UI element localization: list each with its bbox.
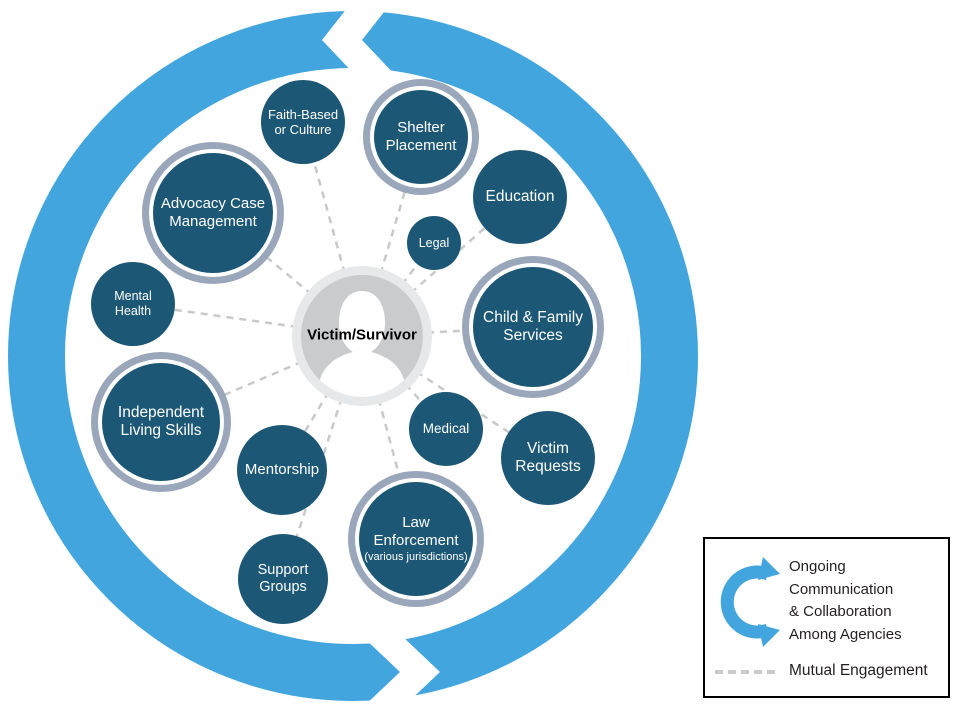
- bubble-label: Victim Requests: [515, 439, 581, 475]
- bubble-faith-based-or-culture: Faith-Based or Culture: [261, 80, 345, 164]
- bubble-label: Mentorship: [244, 461, 320, 479]
- bubble-child-family-services: Child & Family Services: [473, 267, 593, 387]
- bubble-medical: Medical: [409, 392, 483, 466]
- bubble-label: Faith-Based or Culture: [267, 106, 339, 137]
- bubble-mentorship: Mentorship: [237, 425, 327, 515]
- bubble-support-groups: Support Groups: [238, 534, 328, 624]
- bubble-independent-living-skills: Independent Living Skills: [102, 363, 220, 481]
- dashed-line-swatch: [715, 670, 775, 674]
- bubble-label: Support Groups: [257, 561, 309, 595]
- bubble-label: Law Enforcement: [373, 513, 459, 549]
- bubble-label: Advocacy Case Management: [160, 195, 266, 230]
- bubble-label: Education: [485, 187, 555, 205]
- center-circle-fill: [301, 275, 423, 397]
- person-silhouette-icon: [319, 291, 405, 397]
- center-label: Victim/Survivor: [307, 326, 417, 344]
- legend-mutual-label: Mutual Engagement: [789, 662, 928, 679]
- cycle-arrow-icon: [720, 557, 780, 647]
- bubble-sublabel: (various jurisdictions): [364, 551, 468, 564]
- cycle-arrow-notch-top: [322, 2, 396, 76]
- cycle-arrow-notch-bottom: [362, 636, 440, 706]
- bubble-shelter-placement: Shelter Placement: [374, 90, 468, 184]
- center-circle: Victim/Survivor: [292, 266, 432, 406]
- bubble-mental-health: Mental Health: [91, 262, 175, 346]
- bubble-advocacy-case-management: Advocacy Case Management: [153, 153, 273, 273]
- bubble-education: Education: [473, 150, 567, 244]
- bubble-legal: Legal: [407, 216, 461, 270]
- bubble-label: Legal: [418, 235, 450, 250]
- bubble-law-enforcement: Law Enforcement (various jurisdictions): [359, 482, 473, 596]
- legend-box: Ongoing Communication & Collaboration Am…: [703, 537, 950, 698]
- bubble-label: Medical: [422, 421, 470, 437]
- bubble-label: Child & Family Services: [483, 308, 583, 344]
- bubble-victim-requests: Victim Requests: [501, 411, 595, 505]
- bubble-label: Mental Health: [114, 289, 152, 318]
- bubble-label: Independent Living Skills: [117, 403, 205, 439]
- bubble-label: Shelter Placement: [385, 119, 457, 154]
- legend-ongoing-label: Ongoing Communication & Collaboration Am…: [789, 558, 902, 643]
